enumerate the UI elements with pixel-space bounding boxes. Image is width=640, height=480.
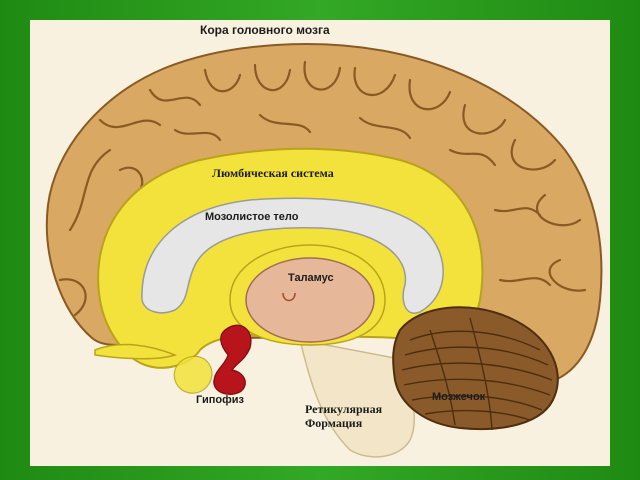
thalamus	[245, 257, 375, 343]
cerebellum-folia	[401, 317, 553, 431]
pituitary-yellow	[173, 355, 213, 394]
label-thalamus: Таламус	[288, 272, 334, 284]
corpus-callosum	[141, 197, 444, 314]
hypothalamus	[213, 324, 252, 395]
cerebellum	[392, 306, 559, 431]
label-corpus-callosum: Мозолистое тело	[205, 211, 299, 223]
label-reticular-line1: Ретикулярная	[305, 402, 383, 416]
label-limbic-system: Люмбическая система	[212, 166, 334, 180]
limbic-tail	[94, 343, 178, 360]
label-reticular-line2: Формация	[305, 416, 363, 430]
label-cerebellum: Мозжечок	[432, 391, 486, 403]
thalamus-mark	[282, 292, 296, 302]
label-pituitary: Гипофиз	[196, 394, 244, 406]
label-cortex: Кора головного мозга	[200, 23, 330, 37]
